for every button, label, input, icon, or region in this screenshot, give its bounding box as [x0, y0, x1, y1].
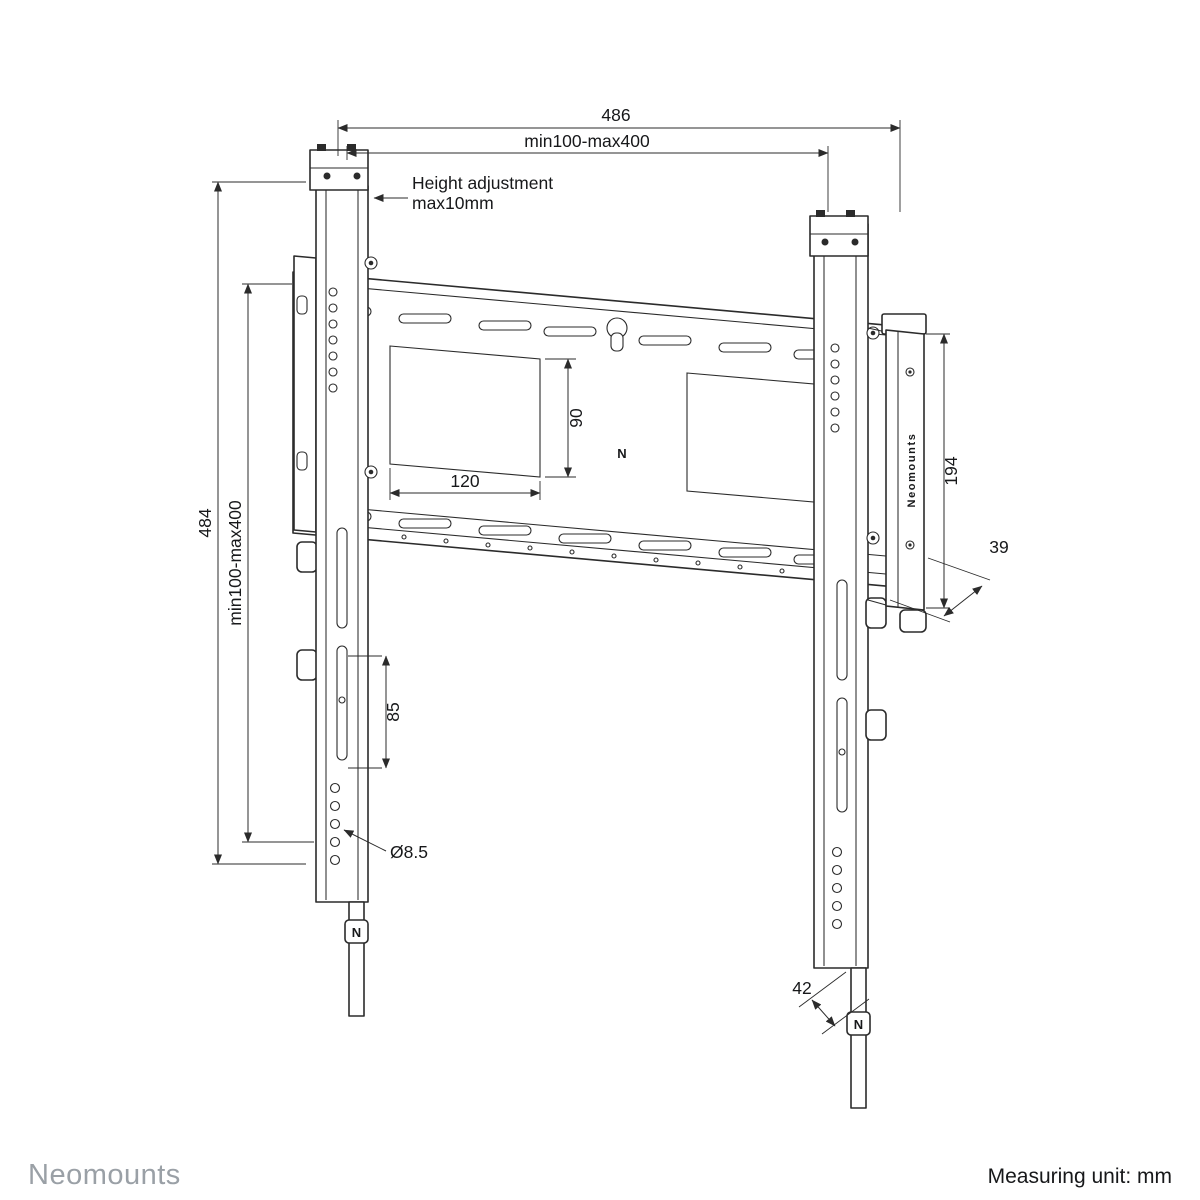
dim-slot-length-label: 85 — [383, 702, 403, 721]
dim-opening-width-label: 120 — [450, 471, 479, 491]
side-profile-body — [885, 329, 925, 611]
right-bracket-slot-upper — [836, 579, 848, 681]
dim-wallplate-height-label: 194 — [941, 456, 961, 485]
right-bracket-clip-upper — [865, 597, 887, 629]
dim-width-total-label: 486 — [601, 105, 630, 125]
callout-height-adjustment: Height adjustment max10mm — [373, 173, 553, 213]
left-bracket-slot-upper — [336, 527, 348, 629]
hole-diameter-label: Ø8.5 — [390, 842, 428, 862]
dim-height-vesa-label: min100-max400 — [225, 500, 245, 626]
right-bracket-lower-holes — [831, 846, 843, 930]
side-profile-brand-text: Neomounts — [906, 433, 918, 508]
dim-wallplate-height: 194 — [926, 333, 961, 609]
height-adjustment-label-line1: Height adjustment — [412, 173, 553, 193]
dim-profile-depth: 39 — [889, 537, 1009, 623]
neomounts-logo-mark-center: N — [617, 446, 626, 461]
dim-profile-depth-label: 39 — [989, 537, 1008, 557]
footer: Neomounts Measuring unit: mm — [28, 1159, 1172, 1191]
measuring-unit-note: Measuring unit: mm — [988, 1165, 1172, 1188]
side-profile-hook — [899, 609, 927, 633]
dim-opening-height: 90 — [545, 358, 586, 478]
dim-width-vesa: min100-max400 — [346, 131, 829, 212]
right-bracket-upper-holes — [830, 343, 840, 433]
left-bracket-clip-lower — [296, 649, 318, 681]
right-bracket: N — [809, 210, 887, 1109]
left-bracket-top-cap — [309, 144, 369, 191]
right-bracket-top-cap — [809, 210, 869, 257]
left-strap-logo-badge: N — [344, 919, 369, 944]
wall-plate: N — [292, 271, 909, 589]
dim-opening-height-label: 90 — [566, 408, 586, 428]
dim-strap-offset-label: 42 — [792, 978, 811, 998]
neomounts-wordmark: Neomounts — [28, 1159, 181, 1191]
dim-height-total: 484 — [195, 181, 306, 865]
keyhole — [606, 317, 628, 352]
left-bracket: N — [293, 144, 378, 1017]
callout-hole-diameter: Ø8.5 — [343, 829, 428, 862]
dimensions: 486 min100-max400 Height adjustment max1… — [195, 105, 1009, 1035]
dim-width-vesa-label: min100-max400 — [524, 131, 650, 151]
right-bracket-clip-lower — [865, 709, 887, 741]
right-bracket-strap — [850, 967, 867, 1109]
left-bracket-clip-upper — [296, 541, 318, 573]
left-bracket-upper-holes — [328, 287, 338, 393]
side-profile-plate: Neomounts — [867, 313, 927, 633]
left-bracket-screws — [364, 256, 378, 479]
vesa-opening-left — [389, 345, 541, 478]
dim-slot-length: 85 — [348, 655, 403, 769]
left-bracket-strap — [348, 901, 365, 1017]
dim-height-vesa: min100-max400 — [225, 283, 314, 843]
neomounts-logo-mark-left-strap: N — [352, 925, 361, 940]
height-adjustment-label-line2: max10mm — [412, 193, 494, 213]
dim-opening-width: 120 — [389, 468, 541, 500]
left-bracket-lower-holes — [329, 782, 341, 866]
neomounts-logo-mark-right-strap: N — [854, 1017, 863, 1032]
dim-height-total-label: 484 — [195, 508, 215, 537]
right-strap-logo-badge: N — [846, 1011, 871, 1036]
dim-width-total: 486 — [337, 105, 901, 212]
dim-strap-offset: 42 — [792, 971, 870, 1035]
